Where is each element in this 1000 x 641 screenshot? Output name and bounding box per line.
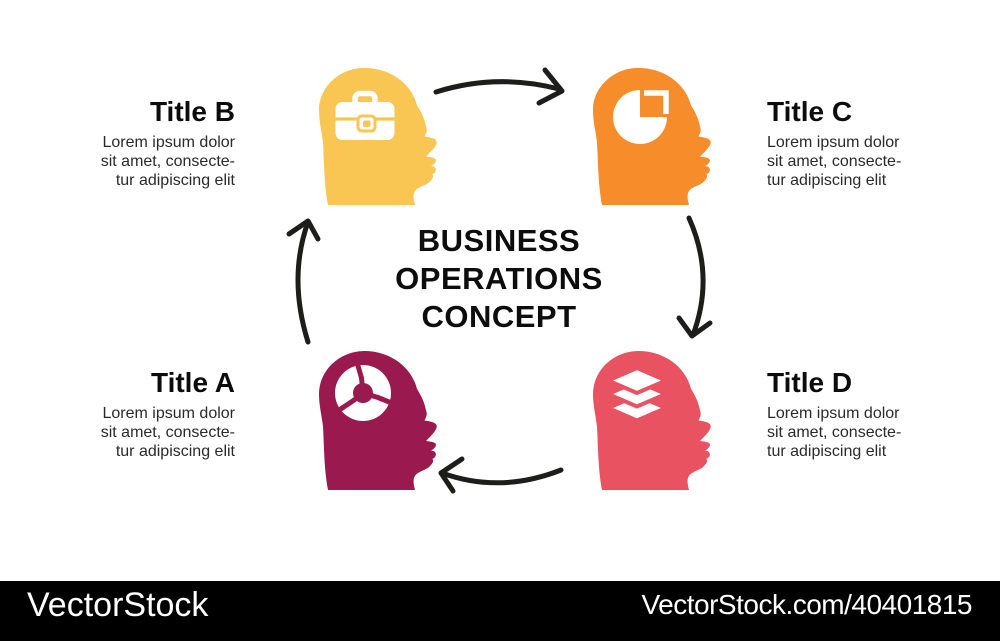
step-a-text-block: Title A Lorem ipsum dolor sit amet, cons… [50, 368, 235, 461]
arrow-strokes [676, 215, 713, 339]
pie-chart-icon [613, 90, 669, 144]
step-d-description-line: Lorem ipsum dolor [767, 405, 900, 422]
briefcase-clasp-hole [363, 120, 371, 127]
donut-chart-icon [335, 363, 393, 421]
layers-icon [602, 365, 672, 423]
arrow-strokes [433, 67, 565, 106]
step-d-title: Title D [767, 367, 853, 398]
step-a-description-line: sit amet, consecte- [100, 424, 235, 441]
watermark-bar: VectorStock VectorStock.com/40401815 [0, 581, 1000, 641]
page-title-line-1: BUSINESS [417, 223, 581, 258]
briefcase-handle [352, 90, 378, 102]
arrow-bottom-left-icon [438, 456, 564, 494]
briefcase-icon [335, 90, 395, 140]
step-d-description-line: tur adipiscing elit [767, 443, 887, 460]
pie-three-quarter [613, 90, 667, 144]
arrow-top-right-icon [433, 67, 565, 106]
step-c-description: Lorem ipsum dolor sit amet, consecte- tu… [767, 133, 952, 190]
watermark-credit: VectorStock.com/40401815 [641, 589, 973, 620]
step-a-title: Title A [150, 367, 235, 398]
watermark-brand: VectorStock [27, 585, 209, 624]
step-c-description-line: sit amet, consecte- [767, 153, 902, 170]
step-a-description-line: Lorem ipsum dolor [102, 405, 236, 422]
step-d-description-line: sit amet, consecte- [767, 424, 902, 441]
step-c-description-line: tur adipiscing elit [767, 172, 887, 189]
page-title: BUSINESS OPERATIONS CONCEPT [344, 222, 654, 336]
step-b-description-line: sit amet, consecte- [100, 153, 235, 170]
page-title-line-2: OPERATIONS [395, 261, 603, 296]
step-b-title: Title B [149, 96, 235, 127]
step-c-text-block: Title C Lorem ipsum dolor sit amet, cons… [767, 97, 952, 190]
step-b-description: Lorem ipsum dolor sit amet, consecte- tu… [50, 133, 235, 190]
step-d-text-block: Title D Lorem ipsum dolor sit amet, cons… [767, 368, 952, 461]
step-a-description-line: tur adipiscing elit [115, 443, 235, 460]
step-b-description-line: Lorem ipsum dolor [102, 134, 236, 151]
step-d-description: Lorem ipsum dolor sit amet, consecte- tu… [767, 404, 952, 461]
arrow-right-down-icon [676, 215, 713, 339]
donut-hole [353, 383, 373, 403]
step-c-title: Title C [767, 96, 853, 127]
arrow-strokes [286, 218, 321, 345]
step-a-description: Lorem ipsum dolor sit amet, consecte- tu… [50, 404, 235, 461]
step-c-description-line: Lorem ipsum dolor [767, 134, 900, 151]
step-b-text-block: Title B Lorem ipsum dolor sit amet, cons… [50, 97, 235, 190]
arrow-strokes [438, 456, 564, 494]
layer-top [602, 365, 672, 396]
arrow-left-up-icon [286, 218, 321, 345]
step-b-description-line: tur adipiscing elit [115, 172, 235, 189]
page-title-line-3: CONCEPT [421, 299, 577, 334]
pie-quarter-outline [644, 90, 669, 114]
